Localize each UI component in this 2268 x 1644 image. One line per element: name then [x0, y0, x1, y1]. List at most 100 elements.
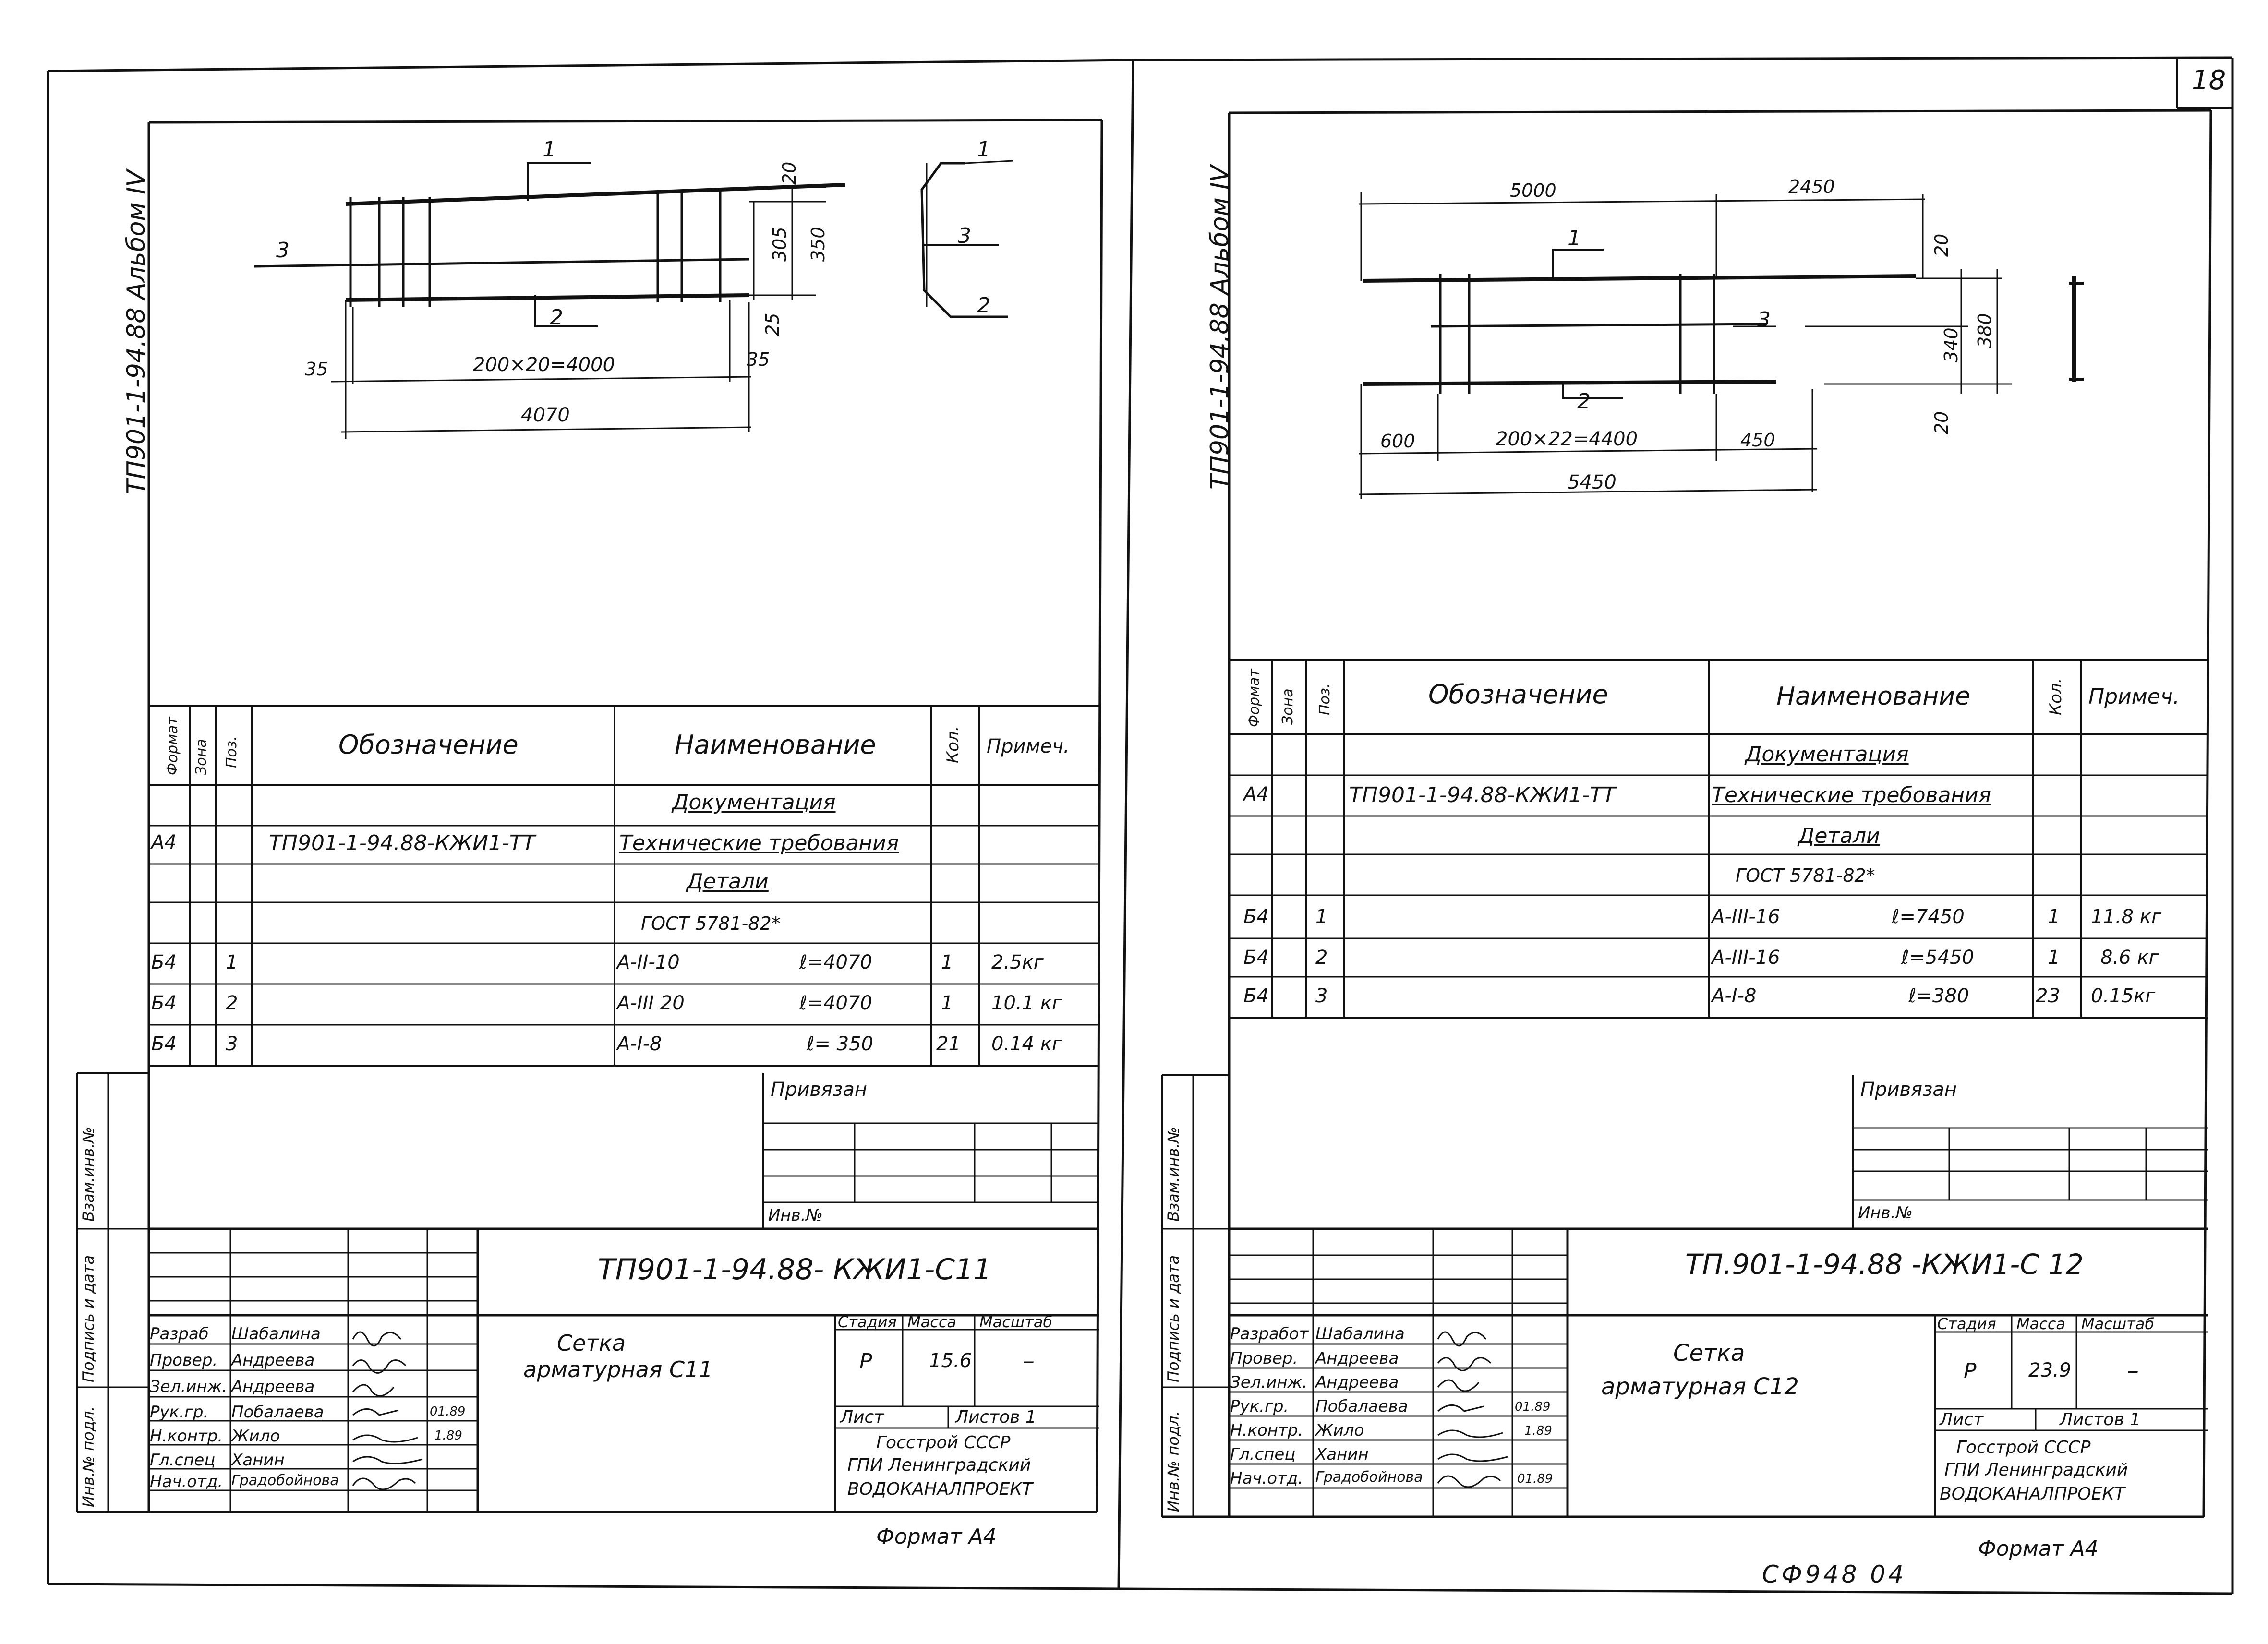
signer-role: Зел.инж.	[150, 1377, 228, 1396]
row3-length: ℓ= 350	[807, 1033, 874, 1055]
hdr-note: Примеч.	[987, 735, 1070, 757]
signer-role: Н.контр.	[1230, 1421, 1303, 1440]
r-mass-value: 23.9	[2028, 1359, 2072, 1381]
signer-date: 01.89	[1515, 1400, 1551, 1414]
signer-role: Разраб	[150, 1324, 209, 1344]
r-org-line1: Госстрой СССР	[1956, 1438, 2091, 1457]
row2-note: 10.1 кг	[991, 992, 1062, 1014]
signer-role: Провер.	[150, 1351, 218, 1370]
pos-mark-1: 1	[543, 137, 556, 162]
row1-name: А-II-10	[617, 951, 680, 973]
signer-date: 1.89	[1524, 1424, 1552, 1438]
row3-note: 0.14 кг	[991, 1033, 1062, 1055]
row1-pos: 1	[226, 951, 238, 973]
signer-name: Жило	[1315, 1421, 1364, 1440]
scale-label: Масштаб	[979, 1313, 1053, 1331]
r-scale-value: –	[2127, 1356, 2139, 1384]
r-row2-note: 8.6 кг	[2100, 947, 2159, 969]
r-pos-mark-1: 1	[1568, 226, 1581, 251]
r-dim-5000: 5000	[1510, 180, 1556, 201]
inv-no-label: Инв.№	[768, 1206, 823, 1225]
section-mark-1: 1	[977, 137, 990, 162]
r-row1-qty: 1	[2048, 906, 2060, 928]
r-stage-value: Р	[1964, 1359, 1977, 1383]
r-doc-code: ТП.901-1-94.88 -КЖИ1-С 12	[1685, 1248, 2084, 1281]
r-row2-qty: 1	[2048, 947, 2060, 969]
format-label-left: Формат А4	[876, 1524, 997, 1549]
r-row3-note: 0.15кг	[2091, 985, 2156, 1007]
signer-role: Провер.	[1230, 1349, 1298, 1368]
org-line3: ВОДОКАНАЛПРОЕКТ	[847, 1479, 1033, 1499]
row2-qty: 1	[941, 992, 953, 1014]
r-row3-qty: 23	[2036, 985, 2060, 1007]
row2-name: А-III 20	[617, 992, 685, 1014]
signatures-left	[352, 1331, 423, 1490]
r-inv-no-label: Инв.№	[1858, 1203, 1913, 1223]
r-row-gost-name: ГОСТ 5781-82*	[1736, 865, 1875, 886]
r-title-line1: Сетка	[1673, 1340, 1745, 1367]
org-line1: Госстрой СССР	[876, 1433, 1011, 1452]
section-mark-3: 3	[958, 224, 971, 248]
row2-format: Б4	[151, 992, 177, 1014]
row-gost-name: ГОСТ 5781-82*	[641, 913, 781, 934]
signer-role: Рук.гр.	[150, 1403, 209, 1422]
doc-code: ТП901-1-94.88- КЖИ1-С11	[598, 1253, 992, 1286]
stage-value: Р	[859, 1349, 872, 1374]
page-number: 18	[2192, 65, 2226, 96]
r-row2-format: Б4	[1243, 947, 1269, 969]
r-row2-pos: 2	[1315, 947, 1328, 969]
privyazan-label: Привязан	[771, 1079, 868, 1101]
r-sheet-label: Лист	[1940, 1410, 1984, 1429]
sheet-right-frame	[1161, 109, 2212, 1518]
row-tt-name: Технические требования	[619, 831, 899, 855]
format-label-right: Формат А4	[1978, 1536, 2099, 1561]
r-mass-label: Масса	[2016, 1315, 2066, 1333]
scale-value: –	[1023, 1347, 1035, 1375]
row-details-name: Детали	[687, 869, 769, 894]
signatures-right	[1437, 1331, 1508, 1488]
row3-format: Б4	[151, 1033, 177, 1055]
signer-name: Ханин	[231, 1451, 285, 1470]
r-row-doc-name: Документация	[1745, 742, 1909, 767]
r-dim-200x22: 200×22=4400	[1496, 428, 1638, 450]
r-row2-name: А-III-16	[1712, 947, 1780, 969]
signer-role: Зел.инж.	[1230, 1373, 1308, 1392]
mass-value: 15.6	[929, 1350, 972, 1372]
r-hdr-designation: Обозначение	[1428, 679, 1608, 709]
r-row1-format: Б4	[1243, 906, 1269, 928]
signer-role: Нач.отд.	[150, 1472, 223, 1491]
row-tt-format: А4	[151, 831, 177, 853]
r-row-tt-format: А4	[1243, 783, 1269, 805]
signer-name: Андреева	[231, 1351, 315, 1370]
dim-4070: 4070	[521, 404, 570, 426]
row1-length: ℓ=4070	[799, 951, 872, 973]
signer-name: Жило	[231, 1427, 280, 1446]
dim-35-left: 35	[305, 359, 328, 380]
row2-pos: 2	[226, 992, 238, 1014]
pos-mark-2: 2	[550, 305, 563, 330]
row3-name: А-I-8	[617, 1033, 662, 1055]
r-scale-label: Масштаб	[2081, 1315, 2155, 1333]
mass-label: Масса	[907, 1313, 957, 1331]
r-row1-name: А-III-16	[1712, 906, 1780, 928]
r-row3-pos: 3	[1315, 985, 1328, 1007]
signer-name: Андреева	[1315, 1349, 1399, 1368]
row-doc-name: Документация	[672, 790, 836, 815]
r-row2-length: ℓ=5450	[1901, 947, 1974, 969]
r-org-line3: ВОДОКАНАЛПРОЕКТ	[1940, 1484, 2125, 1504]
sheet-right-drawing	[1358, 192, 2084, 499]
row2-length: ℓ=4070	[799, 992, 872, 1014]
r-org-line2: ГПИ Ленинградский	[1944, 1460, 2128, 1480]
sheet-left-frame	[76, 119, 1103, 1513]
dim-200x20: 200×20=4000	[473, 354, 615, 376]
signer-role: Разработ	[1230, 1324, 1309, 1344]
signer-name: Андреева	[1315, 1373, 1399, 1392]
signer-role: Гл.спец	[150, 1451, 216, 1470]
signer-role: Нач.отд.	[1230, 1469, 1303, 1488]
signer-name: Андреева	[231, 1377, 315, 1396]
signer-name: Шабалина	[1315, 1324, 1405, 1344]
signer-role: Гл.спец	[1230, 1445, 1296, 1464]
r-privyazan-label: Привязан	[1860, 1079, 1957, 1101]
title-line2: арматурная С11	[523, 1356, 713, 1382]
